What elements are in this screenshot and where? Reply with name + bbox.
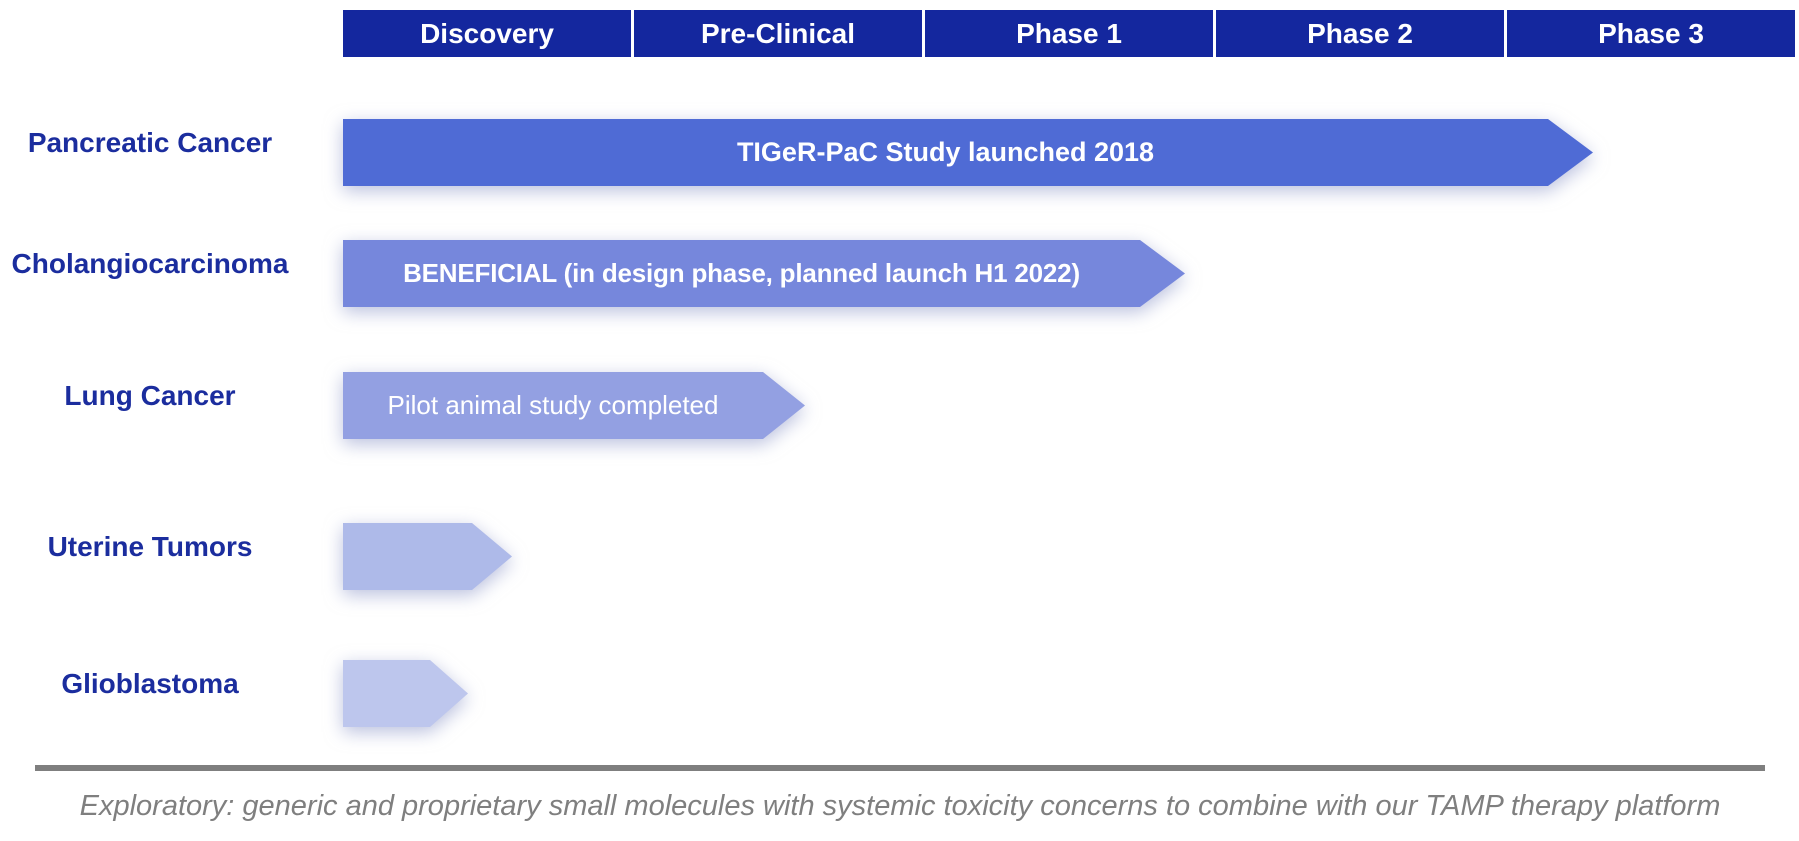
- phase-cell-phase3: Phase 3: [1507, 10, 1795, 57]
- pipeline-bar-text: [343, 523, 512, 590]
- phase-cell-phase1: Phase 1: [925, 10, 1213, 57]
- row-label-pancreatic-cancer: Pancreatic Cancer: [27, 126, 273, 158]
- phase-cell-preclinical: Pre-Clinical: [634, 10, 922, 57]
- phase-cell-phase2: Phase 2: [1216, 10, 1504, 57]
- pipeline-bar-uterine-tumors: [343, 523, 512, 590]
- pipeline-bar-cholangiocarcinoma: BENEFICIAL (in design phase, planned lau…: [343, 240, 1185, 307]
- phase-header: Discovery Pre-Clinical Phase 1 Phase 2 P…: [343, 10, 1795, 57]
- pipeline-bar-text: Pilot animal study completed: [343, 372, 805, 439]
- footer-divider: [35, 765, 1765, 771]
- row-label-uterine-tumors: Uterine Tumors: [47, 530, 253, 562]
- footer-exploratory-note: Exploratory: generic and proprietary sma…: [79, 790, 1721, 822]
- row-label-lung-cancer: Lung Cancer: [64, 379, 236, 411]
- pipeline-bar-text: TIGeR-PaC Study launched 2018: [343, 119, 1593, 186]
- phase-cell-discovery: Discovery: [343, 10, 631, 57]
- row-label-cholangiocarcinoma: Cholangiocarcinoma: [11, 247, 289, 279]
- pipeline-bar-pancreatic-cancer: TIGeR-PaC Study launched 2018: [343, 119, 1593, 186]
- pipeline-bar-text: BENEFICIAL (in design phase, planned lau…: [343, 240, 1185, 307]
- row-label-glioblastoma: Glioblastoma: [61, 667, 239, 699]
- pipeline-bar-glioblastoma: [343, 660, 468, 727]
- pipeline-bar-text: [343, 660, 468, 727]
- pipeline-bar-lung-cancer: Pilot animal study completed: [343, 372, 805, 439]
